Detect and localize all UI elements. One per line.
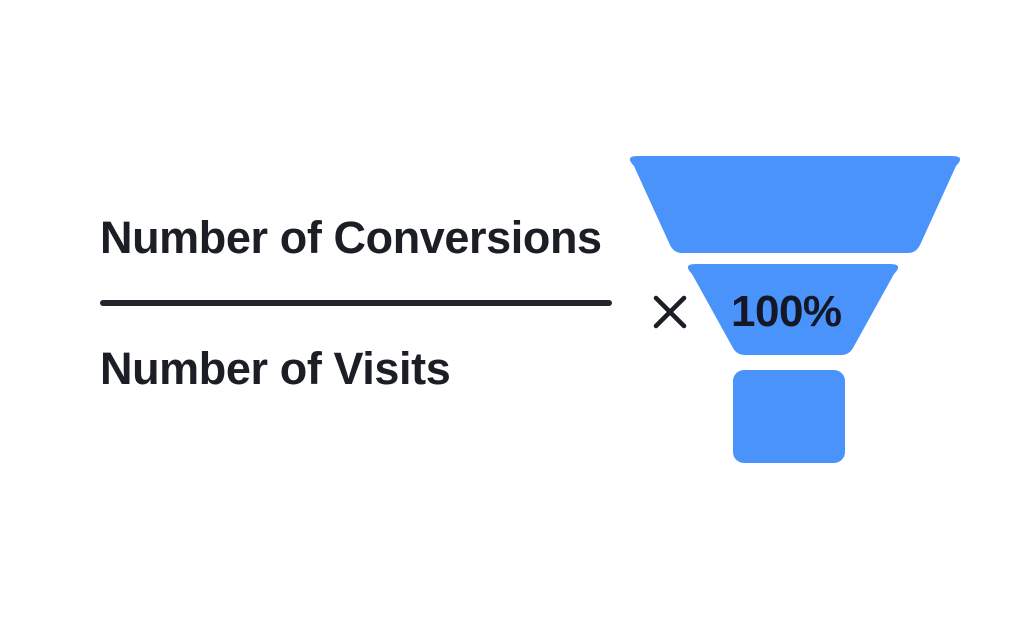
fraction-divider-bar [100,300,612,306]
conversion-funnel-graphic [620,150,965,470]
fraction-numerator-text: Number of Conversions [100,212,602,263]
funnel-segment-middle [687,264,899,355]
funnel-percent-label: 100% [731,287,842,336]
funnel-segment-top [629,156,961,253]
multiplication-sign-icon [652,289,688,335]
conversion-rate-fraction: Number of Conversions Number of Visits [100,212,615,402]
fraction-denominator-text: Number of Visits [100,343,451,394]
funnel-segment-bottom [733,370,845,463]
